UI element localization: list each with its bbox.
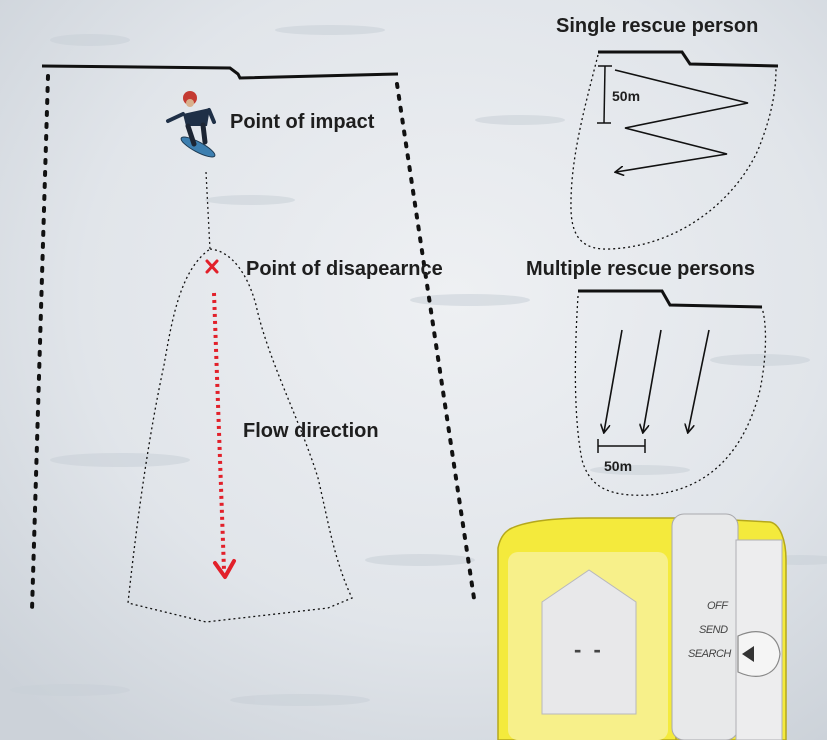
mode-send-label: SEND bbox=[699, 624, 728, 636]
single-scale-bar bbox=[603, 65, 606, 124]
disappearance-x-icon bbox=[205, 259, 219, 274]
multiple-distance-label: 50m bbox=[604, 458, 633, 474]
device-display bbox=[541, 569, 637, 715]
single-search-area bbox=[570, 54, 777, 250]
slope-right-edge bbox=[395, 82, 477, 607]
disappearance-label: Point of disapearnce bbox=[246, 258, 443, 280]
flow-direction-label: Flow direction bbox=[243, 420, 379, 442]
single-distance-label: 50m bbox=[612, 88, 641, 104]
single-rescue-title: Single rescue person bbox=[556, 15, 759, 37]
debris-area bbox=[127, 248, 353, 623]
searcher-path-3 bbox=[688, 329, 710, 432]
multiple-fracture-line bbox=[578, 289, 763, 309]
snowboarder-icon bbox=[166, 91, 216, 158]
fracture-line bbox=[41, 64, 399, 80]
mode-off-label: OFF bbox=[707, 600, 728, 612]
snow-texture bbox=[10, 25, 827, 706]
multiple-rescue-title: Multiple rescue persons bbox=[526, 258, 755, 280]
slope-left-edge bbox=[30, 74, 50, 612]
searcher-path-1 bbox=[604, 329, 623, 432]
searcher-path-2 bbox=[643, 329, 662, 432]
single-search-path bbox=[615, 69, 749, 172]
multiple-search-area bbox=[574, 295, 767, 496]
device-display-value: - - bbox=[574, 637, 604, 662]
flow-arrow-head bbox=[213, 559, 236, 579]
mode-search-label: SEARCH bbox=[688, 648, 731, 660]
impact-label: Point of impact bbox=[230, 111, 375, 133]
search-arrow-icon bbox=[742, 646, 754, 662]
single-fracture-line bbox=[598, 50, 779, 68]
mode-switch[interactable] bbox=[737, 631, 781, 677]
transceiver-device bbox=[497, 513, 787, 740]
fall-path bbox=[205, 171, 211, 251]
